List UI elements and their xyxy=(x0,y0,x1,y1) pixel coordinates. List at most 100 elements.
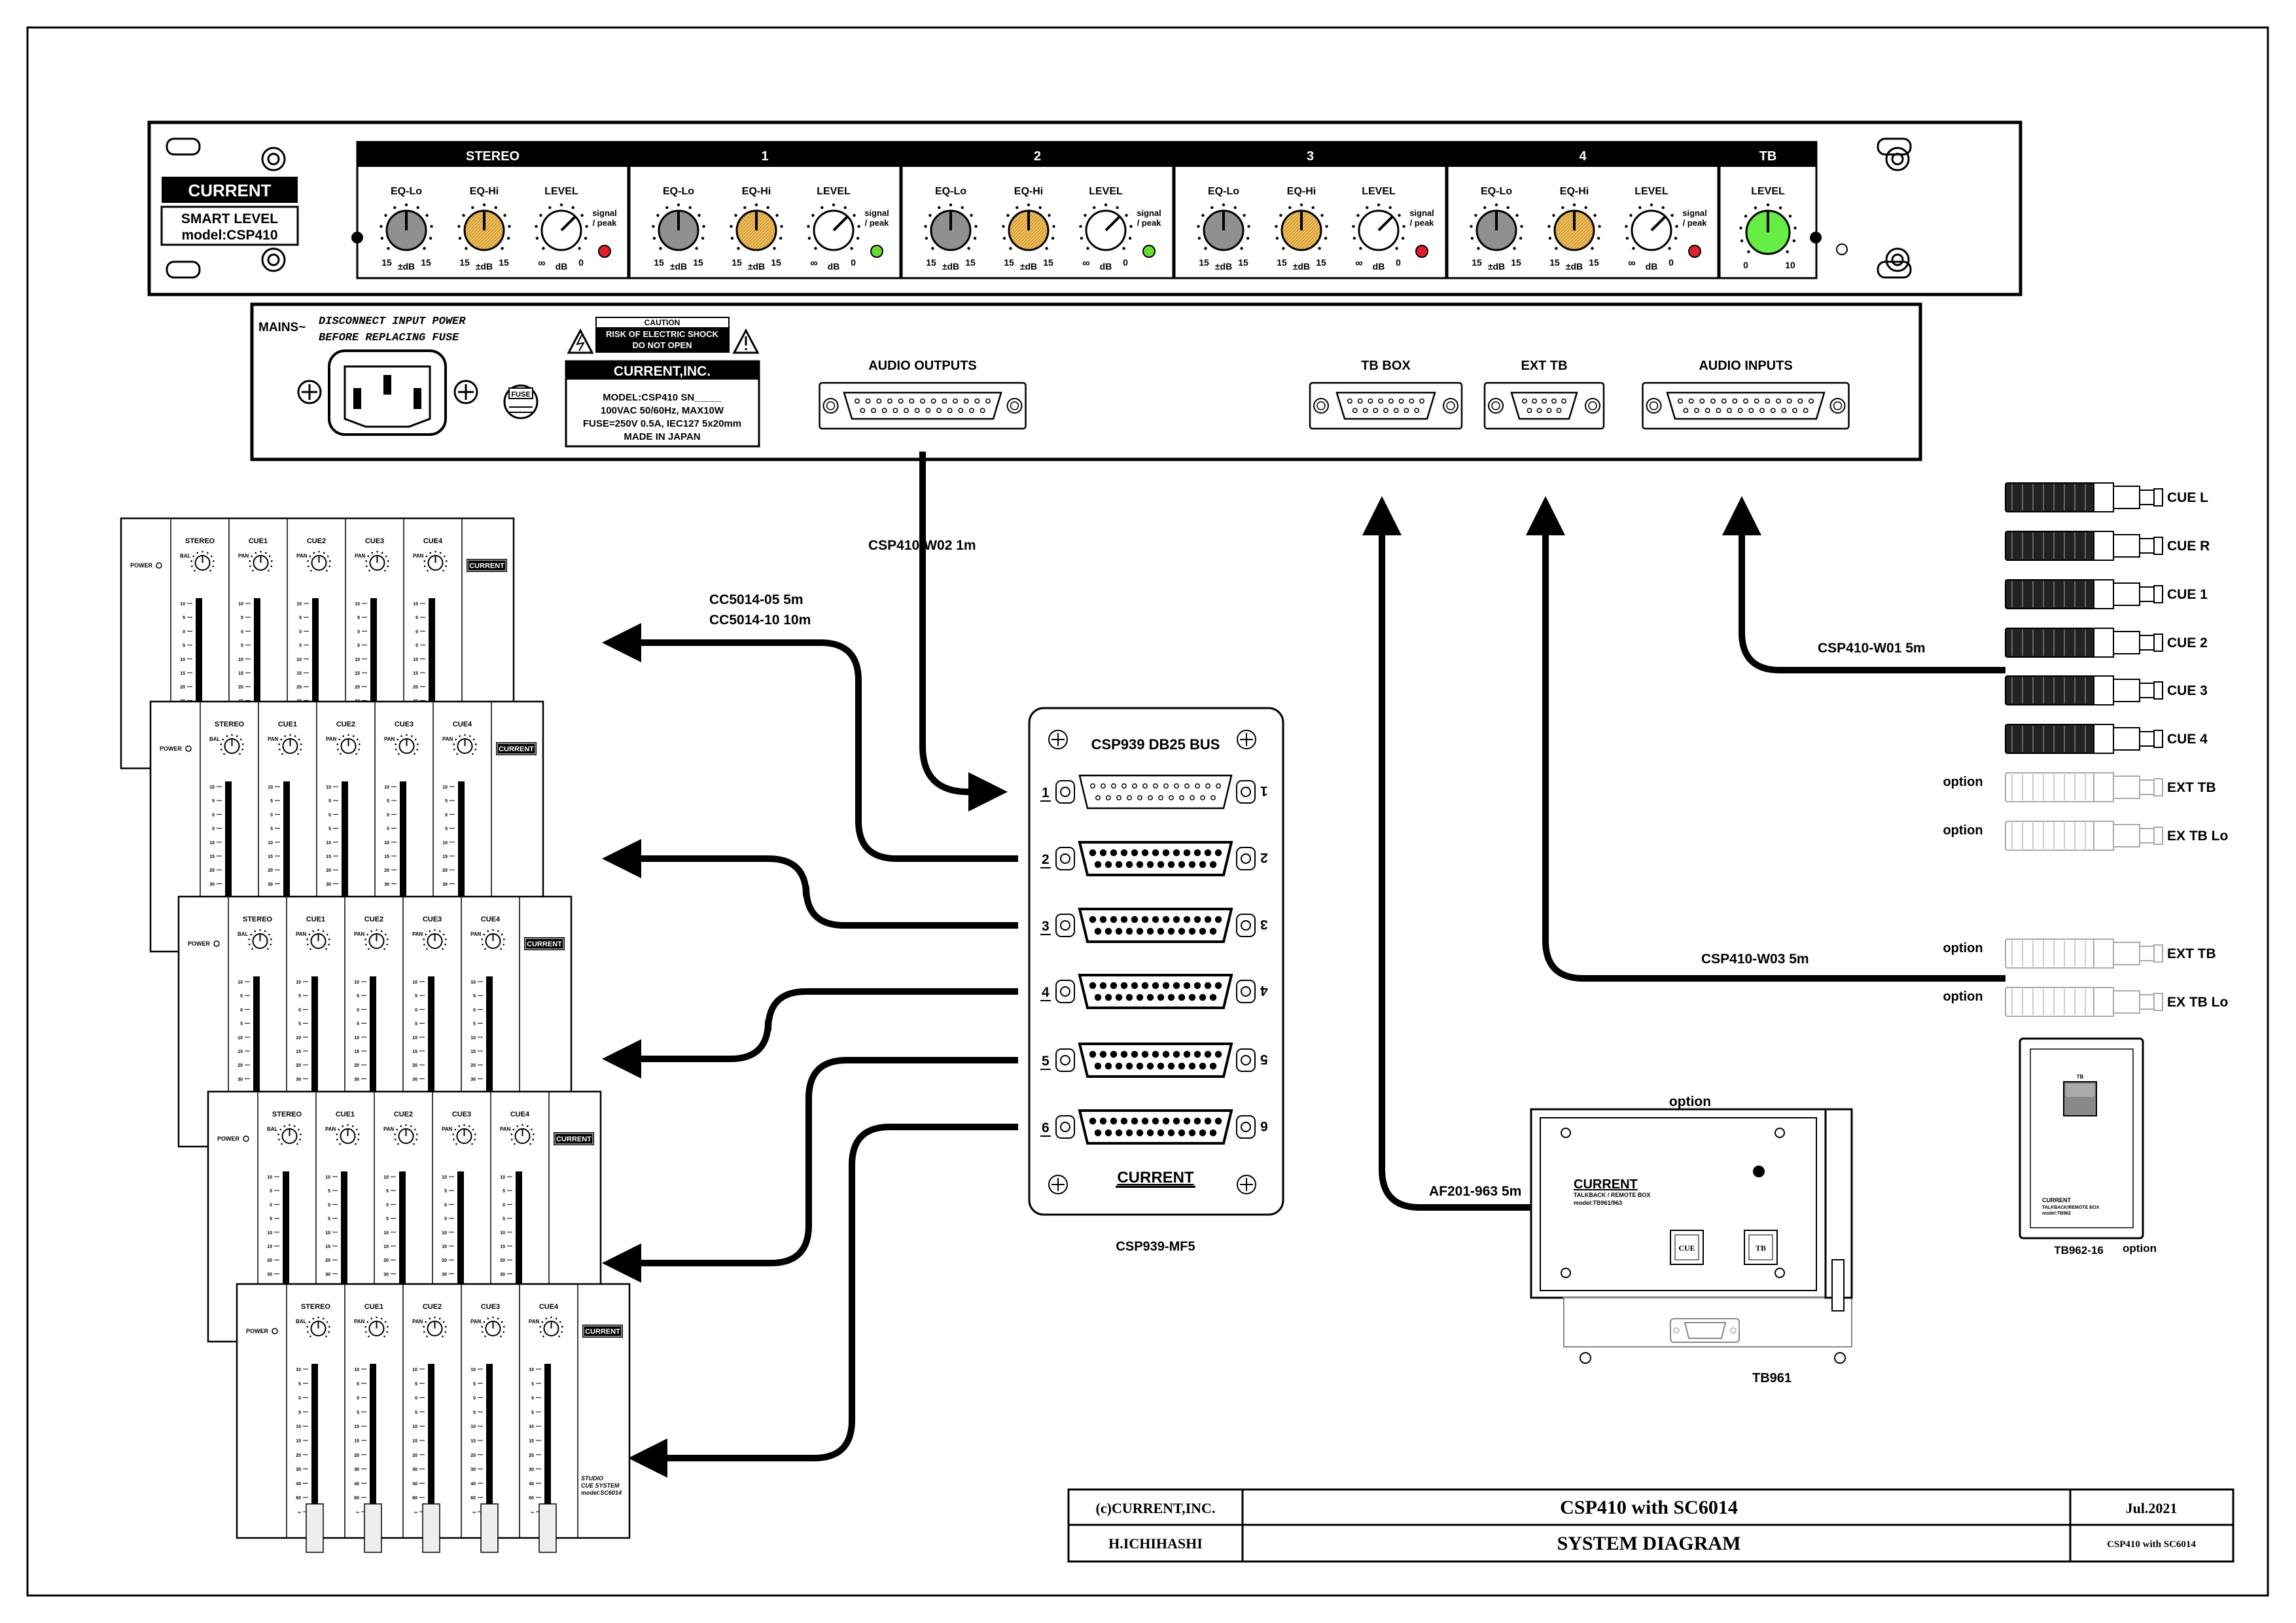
bus-port-2-connector[interactable] xyxy=(1078,841,1233,876)
screw-icon xyxy=(1885,147,1910,171)
eq-lo-knob[interactable] xyxy=(652,203,705,251)
xlr-cable-1[interactable] xyxy=(2005,531,2163,561)
level-knob[interactable] xyxy=(1352,203,1405,251)
xlr-cable-7[interactable] xyxy=(2005,821,2163,851)
mixer-scale-label: 20 xyxy=(296,1454,301,1458)
tb-level-knob[interactable] xyxy=(1739,203,1797,255)
xlr-cable-6[interactable] xyxy=(2005,772,2163,802)
mixer-scale-label: 20 xyxy=(500,1258,505,1263)
mixer-pan-label: PAN xyxy=(354,931,365,937)
mixer-scale-label: 5 xyxy=(473,994,476,999)
xlr-cable-lower-1[interactable] xyxy=(2005,987,2163,1017)
mixer-pan-label: PAN xyxy=(442,736,453,742)
xlr-cable-4[interactable] xyxy=(2005,675,2163,705)
mixer-scale-label: 5 xyxy=(503,1189,505,1194)
xlr-option-label: option xyxy=(1943,990,1983,1004)
eq-lo-knob[interactable] xyxy=(924,203,978,251)
eq-hi-knob[interactable] xyxy=(1275,203,1328,251)
mixer-scale-label: 0 xyxy=(270,1203,272,1207)
tb-box-connector[interactable] xyxy=(1335,391,1436,420)
eq-lo-knob[interactable] xyxy=(380,203,433,251)
mixer-scale-label: 5 xyxy=(298,1382,301,1387)
mixer-fader-handle[interactable] xyxy=(306,1503,324,1553)
tb962-sub2: model:TB962 xyxy=(2042,1211,2071,1216)
mixer-scale-label: 10 xyxy=(354,980,359,985)
mixer-scale-label: 10 xyxy=(412,1425,417,1429)
bus-port-4-connector[interactable] xyxy=(1078,974,1233,1009)
level-knob[interactable] xyxy=(1625,203,1678,251)
xlr-cable-3[interactable] xyxy=(2005,628,2163,658)
scale-label: 15 xyxy=(771,257,781,268)
tb961-db15-connector-icon xyxy=(1670,1318,1740,1343)
mixer-scale-label: 30 xyxy=(529,1468,534,1472)
xlr-cable-0[interactable] xyxy=(2005,482,2163,512)
mixer-scale-label: 10 xyxy=(296,1368,301,1372)
eq-hi-knob[interactable] xyxy=(1002,203,1055,251)
mixer-fader-handle[interactable] xyxy=(364,1503,382,1553)
mixer-scale-label: 5 xyxy=(328,827,331,832)
mixer-scale-label: 5 xyxy=(444,1189,447,1194)
mixer-scale-label: 5 xyxy=(531,1382,534,1387)
mixer-scale-label: 30 xyxy=(326,882,331,887)
eq-hi-knob[interactable] xyxy=(1547,203,1601,251)
mixer-power-label: POWER xyxy=(188,940,211,947)
knob-label: EQ-Hi xyxy=(1014,186,1043,197)
mixer-fader-handle[interactable] xyxy=(422,1503,440,1553)
mixer-channel-label: CUE4 xyxy=(539,1303,559,1311)
eq-lo-knob[interactable] xyxy=(1197,203,1250,251)
knob-label: EQ-Hi xyxy=(1287,186,1316,197)
mixer-scale-label: 5 xyxy=(212,827,215,832)
mixer-channel-label: CUE1 xyxy=(306,916,325,923)
mixer-scale-label: 5 xyxy=(415,1410,417,1415)
mixer-scale-label: 10 xyxy=(384,785,389,790)
level-knob[interactable] xyxy=(535,203,588,251)
xlr-cable-5[interactable] xyxy=(2005,724,2163,754)
mixer-pan-label: PAN xyxy=(412,1319,423,1325)
mixer-scale-label: 0 xyxy=(357,630,360,634)
mixer-scale-label: 20 xyxy=(470,1454,476,1458)
title-date: Jul.2021 xyxy=(2126,1500,2178,1516)
audio-inputs-connector[interactable] xyxy=(1666,391,1826,420)
mixer-fader-handle[interactable] xyxy=(539,1503,557,1553)
eq-hi-knob[interactable] xyxy=(457,203,511,251)
mixer-scale-label: 10 xyxy=(355,658,360,662)
mixer-scale-label: 5 xyxy=(357,1410,359,1415)
scale-label: ±dB xyxy=(1215,261,1232,272)
eq-lo-knob[interactable] xyxy=(1470,203,1523,251)
scale-label: 15 xyxy=(1277,257,1287,268)
bus-port-1-connector[interactable] xyxy=(1078,774,1233,810)
xlr-cable-2[interactable] xyxy=(2005,579,2163,609)
audio-outputs-connector[interactable] xyxy=(843,391,1002,420)
mixer-channel-label: CUE3 xyxy=(452,1111,471,1118)
mixer-scale-label: 30 xyxy=(354,1468,359,1472)
mixer-scale-label: 0 xyxy=(298,1397,301,1401)
mixer-scale-label: 30 xyxy=(442,882,448,887)
mixer-scale-label: 60 xyxy=(296,1496,301,1501)
rack-section-label: TB xyxy=(1759,149,1777,164)
xlr-label: EX TB Lo xyxy=(2167,995,2228,1010)
level-knob[interactable] xyxy=(807,203,860,251)
mixer-channel-label: STEREO xyxy=(301,1303,331,1311)
mixer-fader-track xyxy=(311,1364,318,1516)
spec-model: MODEL:CSP410 SN_____ xyxy=(603,392,722,403)
bus-port-6-connector[interactable] xyxy=(1078,1109,1233,1145)
mixer-scale-label: 15 xyxy=(180,671,185,676)
model-line-1: SMART LEVEL xyxy=(181,211,278,226)
ext-tb-connector[interactable] xyxy=(1510,391,1578,420)
bus-port-5-connector[interactable] xyxy=(1078,1043,1233,1078)
cable-w02 xyxy=(919,452,1008,812)
xlr-cable-lower-0[interactable] xyxy=(2005,938,2163,969)
mixer-fader-track xyxy=(399,1171,406,1320)
level-knob[interactable] xyxy=(1079,203,1133,251)
mixer-fader-handle[interactable] xyxy=(480,1503,499,1553)
xlr-option-label: option xyxy=(1943,775,1983,789)
bus-port-3-connector[interactable] xyxy=(1078,908,1233,943)
knob-label: EQ-Lo xyxy=(663,186,694,197)
eq-hi-knob[interactable] xyxy=(730,203,783,251)
rack-section-label: 3 xyxy=(1307,149,1314,164)
tb961-sub2: model:TB961/963 xyxy=(1574,1200,1622,1206)
mixer-pan-label: PAN xyxy=(268,736,279,742)
scale-label: 15 xyxy=(732,257,742,268)
mixer-scale-label: 0 xyxy=(473,1008,476,1012)
mixer-scale-label: 5 xyxy=(415,994,417,999)
